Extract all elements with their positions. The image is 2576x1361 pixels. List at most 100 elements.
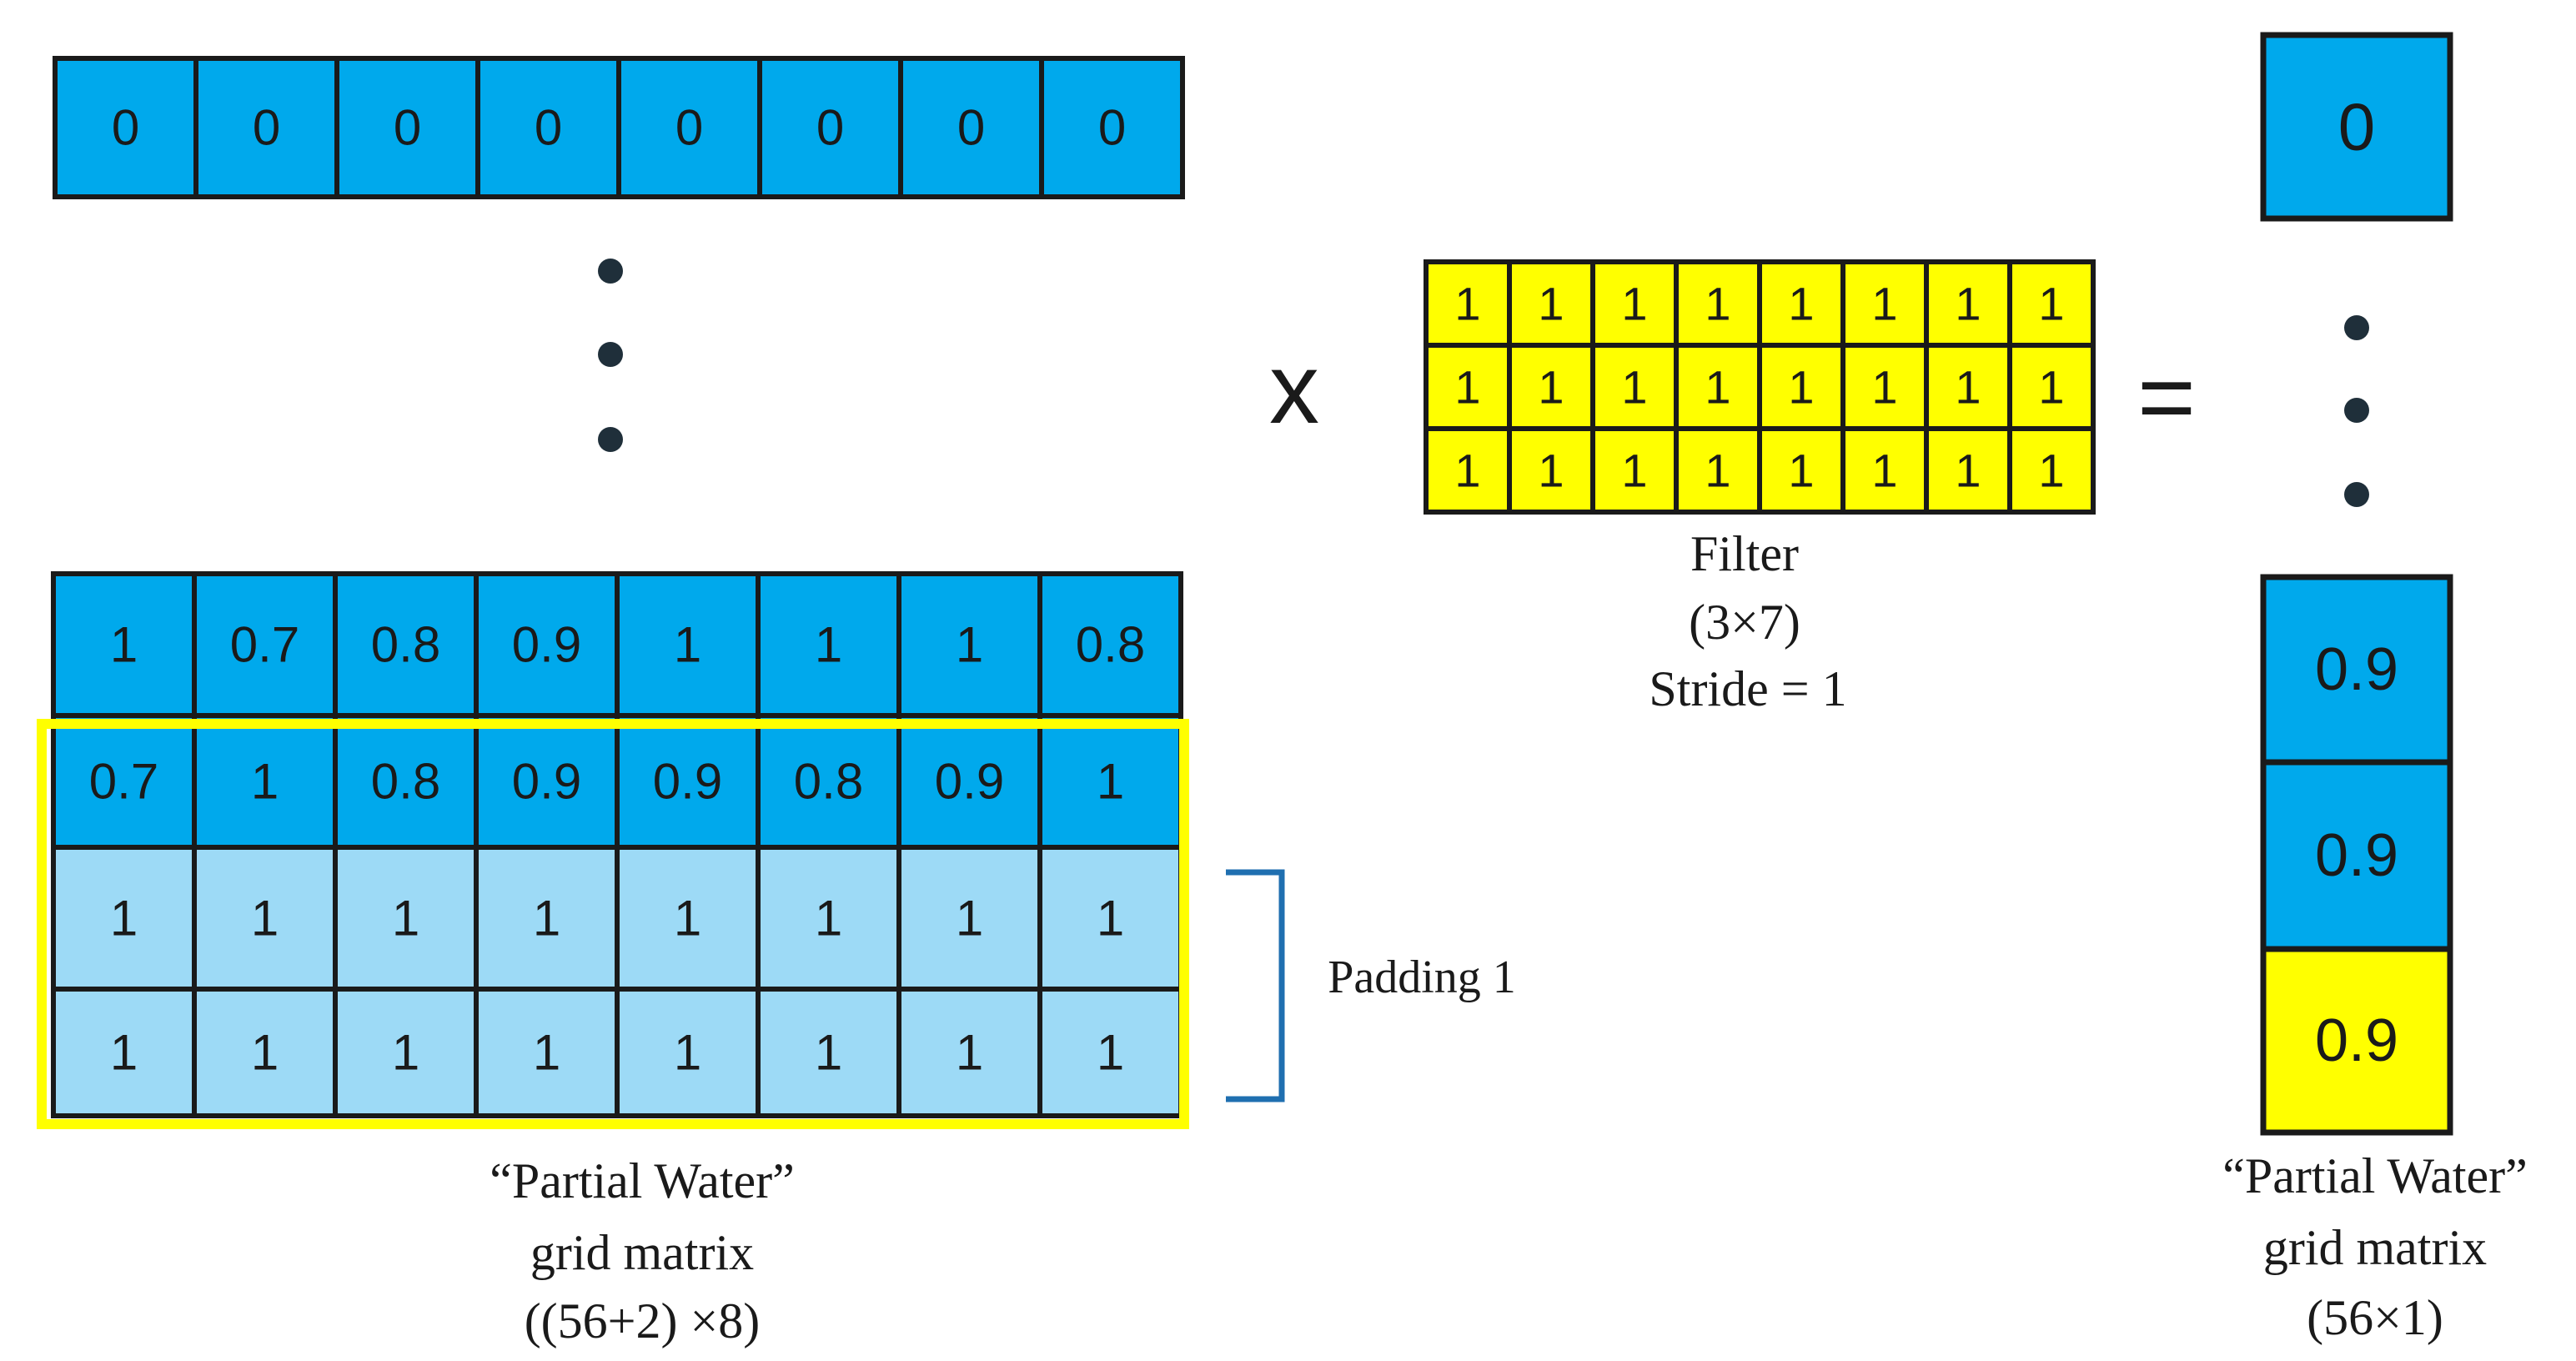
top-row-cell-box xyxy=(53,56,198,199)
grid-cell-box xyxy=(474,713,620,850)
grid-cell-value: 1 xyxy=(533,1025,560,1081)
filter-cell: 1 xyxy=(1424,343,1512,431)
ellipsis-dot xyxy=(598,427,623,452)
filter-cell-value: 1 xyxy=(1955,278,1981,330)
filter-cell-box xyxy=(1924,343,2012,431)
filter-cell: 1 xyxy=(1674,343,1762,431)
grid-cell: 1 xyxy=(51,845,197,992)
grid-cell-box xyxy=(1037,987,1183,1118)
output-cell-box xyxy=(2260,32,2453,222)
filter-cell-box xyxy=(2007,259,2096,348)
output-cell: 0.9 xyxy=(2260,946,2453,1136)
output-cell-box xyxy=(2260,946,2453,1136)
output-cell-value: 0 xyxy=(2338,90,2376,164)
filter-cell: 1 xyxy=(2007,343,2096,431)
output-caption-line-2: grid matrix xyxy=(2263,1220,2487,1275)
filter-cell: 1 xyxy=(1674,259,1762,348)
grid-cell-value: 1 xyxy=(815,1025,842,1081)
ellipsis-dot xyxy=(2344,398,2369,423)
grid-cell-box xyxy=(333,845,479,992)
output-column: 0.90.90.9 xyxy=(2260,574,2453,1136)
ellipsis-dot xyxy=(2344,315,2369,340)
filter-cell-value: 1 xyxy=(1705,444,1730,497)
grid-cell-box xyxy=(615,987,761,1118)
output-cell: 0.9 xyxy=(2260,574,2453,766)
grid-cell-value: 1 xyxy=(251,1025,279,1081)
filter-cell-value: 1 xyxy=(1788,361,1814,414)
filter-window-highlight xyxy=(37,719,1189,1129)
grid-cell: 0.8 xyxy=(756,713,901,850)
grid-cell-value: 1 xyxy=(956,617,983,673)
grid-cell: 1 xyxy=(896,571,1042,718)
top-row-cell-box xyxy=(757,56,903,199)
multiply-operator: x xyxy=(1269,333,1319,444)
output-top-cell: 0 xyxy=(2260,32,2453,222)
grid-cell: 1 xyxy=(756,845,901,992)
grid-cell: 1 xyxy=(896,987,1042,1118)
top-row-cell: 0 xyxy=(193,56,339,199)
output-cell-value: 0.9 xyxy=(2315,1007,2398,1074)
filter-cell: 1 xyxy=(1424,426,1512,515)
grid-cell: 0.9 xyxy=(615,713,761,850)
equals-operator: = xyxy=(2137,341,2196,453)
grid-cell-value: 0.9 xyxy=(512,617,581,673)
ellipsis-dot xyxy=(598,342,623,367)
output-cell: 0.9 xyxy=(2260,759,2453,952)
filter-cell-value: 1 xyxy=(1955,444,1981,497)
top-row-cell-value: 0 xyxy=(253,100,280,156)
filter-cell-value: 1 xyxy=(1871,361,1897,414)
grid-cell: 0.9 xyxy=(896,713,1042,850)
filter-cell: 1 xyxy=(1590,426,1679,515)
grid-cell: 1 xyxy=(192,713,338,850)
grid-cell: 1 xyxy=(51,571,197,718)
grid-cell: 1 xyxy=(192,845,338,992)
grid-cell-value: 0.8 xyxy=(371,617,440,673)
top-row-cell: 0 xyxy=(757,56,903,199)
filter-cell-value: 1 xyxy=(2038,278,2064,330)
filter-cell-value: 1 xyxy=(1454,444,1480,497)
output-caption-line-3: (56×1) xyxy=(2307,1290,2443,1345)
grid-cell: 1 xyxy=(1037,713,1183,850)
filter-cell-value: 1 xyxy=(1538,444,1564,497)
grid-cell-value: 1 xyxy=(392,1025,419,1081)
filter-cell: 1 xyxy=(1590,343,1679,431)
grid-cell-value: 1 xyxy=(110,1025,138,1081)
top-row-cell: 0 xyxy=(475,56,621,199)
filter-cell-value: 1 xyxy=(1454,278,1480,330)
filter-cell-box xyxy=(1757,343,1845,431)
grid-cell-value: 1 xyxy=(956,891,983,947)
grid-cell-value: 1 xyxy=(251,891,279,947)
grid-cell: 0.8 xyxy=(333,713,479,850)
top-row-cell-value: 0 xyxy=(675,100,703,156)
grid-cell: 1 xyxy=(333,987,479,1118)
filter-cell: 1 xyxy=(1590,259,1679,348)
input-ellipsis xyxy=(598,259,623,452)
top-row-cell-value: 0 xyxy=(535,100,562,156)
filter-cell: 1 xyxy=(1507,343,1595,431)
filter-cell: 1 xyxy=(1507,426,1595,515)
output-caption: “Partial Water” grid matrix (56×1) xyxy=(2222,1148,2528,1345)
filter-cell-value: 1 xyxy=(1621,444,1647,497)
filter-cell: 1 xyxy=(1757,426,1845,515)
grid-cell: 1 xyxy=(51,987,197,1118)
grid-cell-value: 0.9 xyxy=(512,754,581,810)
filter-cell-value: 1 xyxy=(1454,361,1480,414)
filter-cell-box xyxy=(1507,426,1595,515)
grid-cell: 1 xyxy=(1037,987,1183,1118)
grid-cell: 1 xyxy=(756,571,901,718)
input-caption-line-1: “Partial Water” xyxy=(490,1153,795,1208)
filter-cell: 1 xyxy=(1840,426,1929,515)
filter-cell: 1 xyxy=(1840,259,1929,348)
filter-cell: 1 xyxy=(1924,259,2012,348)
filter-cell-value: 1 xyxy=(1705,278,1730,330)
grid-cell-box xyxy=(192,571,338,718)
grid-cell: 1 xyxy=(756,987,901,1118)
grid-cell: 1 xyxy=(615,987,761,1118)
grid-cell-value: 1 xyxy=(674,617,701,673)
grid-cell-box xyxy=(756,987,901,1118)
filter-cell-value: 1 xyxy=(1788,444,1814,497)
top-row-cell: 0 xyxy=(53,56,198,199)
grid-cell-value: 1 xyxy=(815,617,842,673)
